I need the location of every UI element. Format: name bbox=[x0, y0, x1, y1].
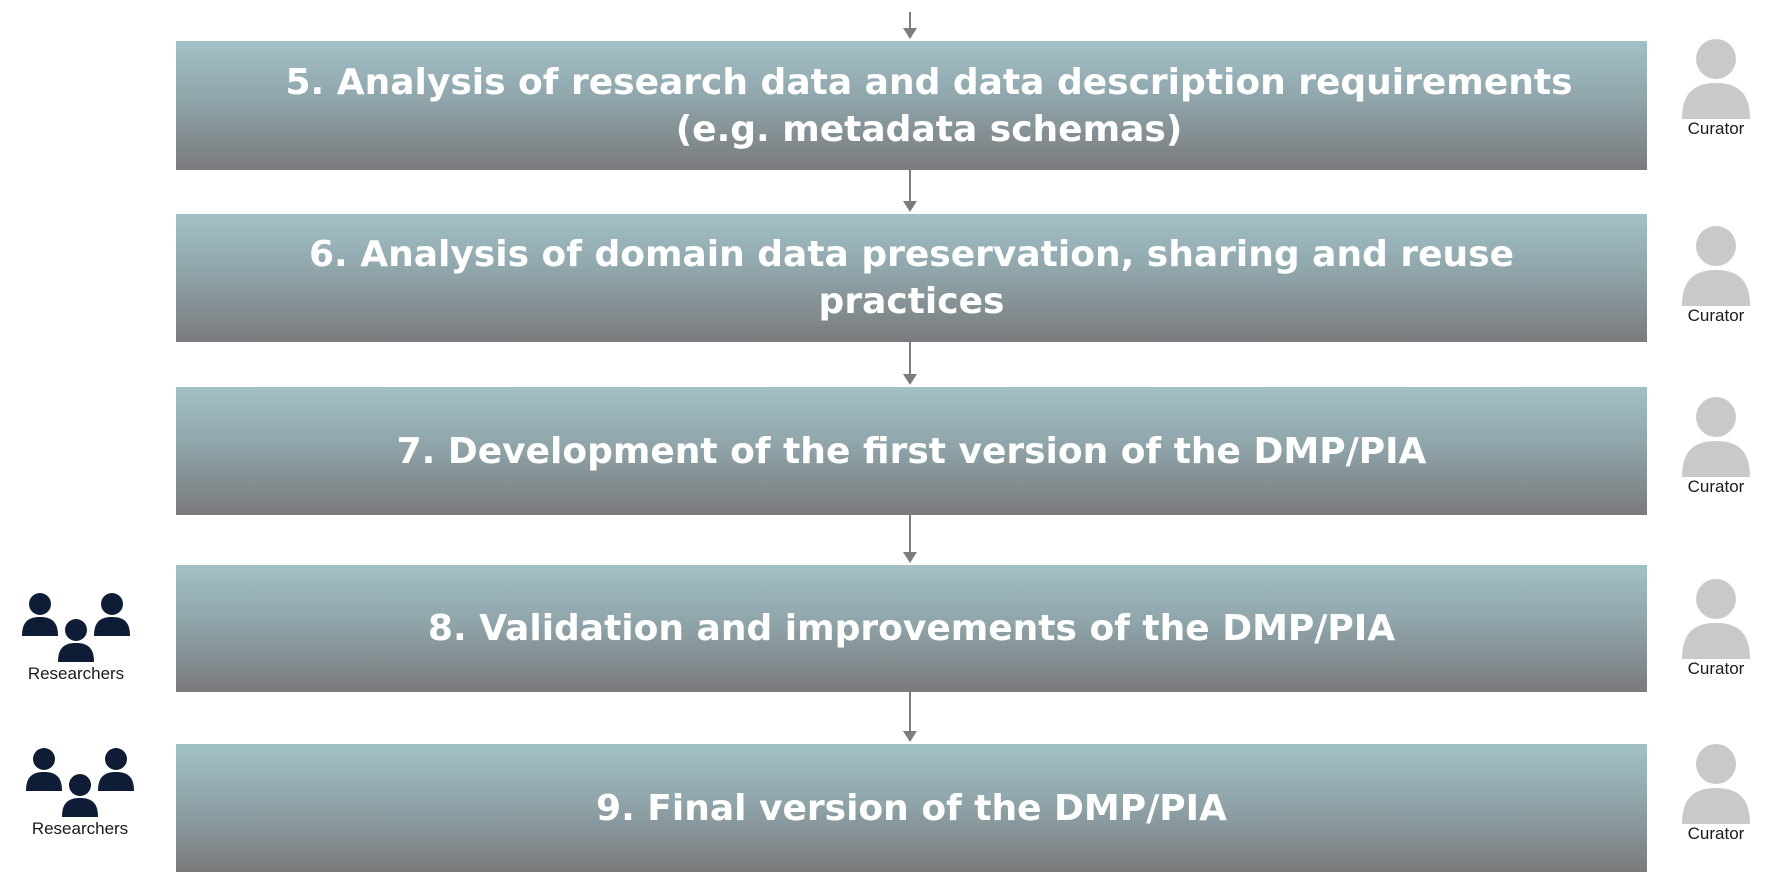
curator-label: Curator bbox=[1687, 306, 1745, 325]
step-6-label: 6. Analysis of domain data preservation,… bbox=[308, 234, 1515, 322]
curator-label: Curator bbox=[1687, 659, 1745, 678]
arrow-8-to-9 bbox=[902, 692, 918, 742]
step-9-box: 9. Final version of the DMP/PIA bbox=[176, 744, 1647, 872]
arrow-5-to-6 bbox=[902, 170, 918, 212]
researchers-role-step-8: Researchers bbox=[6, 590, 146, 684]
group-icon bbox=[26, 748, 134, 817]
arrow-to-step-5 bbox=[902, 12, 918, 39]
curator-role-step-5: Curator bbox=[1668, 37, 1764, 139]
step-6-box: 6. Analysis of domain data preservation,… bbox=[176, 214, 1647, 342]
step-8-label: 8. Validation and improvements of the DM… bbox=[427, 608, 1396, 649]
curator-role-step-8: Curator bbox=[1668, 577, 1764, 679]
curator-label: Curator bbox=[1687, 477, 1745, 496]
person-icon bbox=[1682, 39, 1750, 119]
arrow-6-to-7 bbox=[902, 342, 918, 385]
researchers-label: Researchers bbox=[31, 819, 129, 838]
step-5-box: 5. Analysis of research data and data de… bbox=[176, 41, 1647, 170]
person-icon bbox=[1682, 579, 1750, 659]
researchers-label: Researchers bbox=[27, 664, 125, 683]
group-icon bbox=[22, 593, 130, 662]
arrow-7-to-8 bbox=[902, 515, 918, 563]
step-9-label: 9. Final version of the DMP/PIA bbox=[596, 787, 1227, 829]
curator-label: Curator bbox=[1687, 119, 1745, 138]
curator-role-step-6: Curator bbox=[1668, 224, 1764, 326]
step-5-label: 5. Analysis of research data and data de… bbox=[285, 61, 1573, 150]
step-7-box: 7. Development of the first version of t… bbox=[176, 387, 1647, 515]
researchers-role-step-9: Researchers bbox=[10, 745, 150, 839]
person-icon bbox=[1682, 744, 1750, 824]
curator-role-step-9: Curator bbox=[1668, 742, 1764, 844]
person-icon bbox=[1682, 397, 1750, 477]
step-8-box: 8. Validation and improvements of the DM… bbox=[176, 565, 1647, 692]
person-icon bbox=[1682, 226, 1750, 306]
curator-label: Curator bbox=[1687, 824, 1745, 843]
step-7-label: 7. Development of the first version of t… bbox=[396, 430, 1427, 472]
curator-role-step-7: Curator bbox=[1668, 395, 1764, 497]
